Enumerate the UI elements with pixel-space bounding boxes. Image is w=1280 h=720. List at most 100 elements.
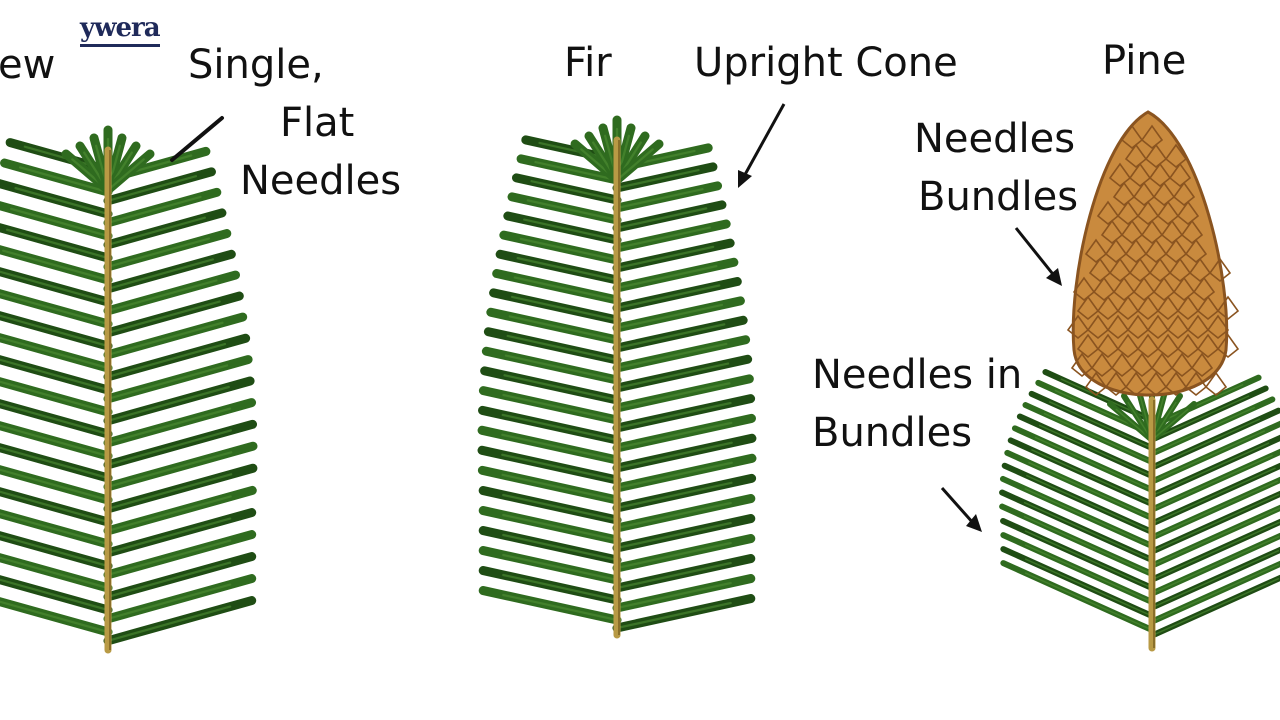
needle-highlight	[1151, 454, 1273, 511]
needle-highlight	[516, 257, 619, 282]
cone-scale	[1192, 276, 1216, 302]
needle-highlight	[1151, 395, 1250, 441]
needle-highlight	[0, 446, 110, 480]
needle-highlight	[0, 468, 110, 502]
needle-highlight	[106, 451, 233, 488]
needle-highlight	[0, 336, 110, 370]
label-single-line: Single,	[188, 42, 324, 88]
needle-highlight	[502, 513, 619, 542]
label-upright-cone: Upright Cone	[694, 40, 958, 86]
needle-highlight	[106, 473, 233, 510]
needle-highlight	[530, 180, 619, 202]
needle-highlight	[106, 539, 232, 576]
cone-scale	[1180, 219, 1204, 245]
needle-highlight	[106, 429, 232, 466]
label-needles-in-bundles: Needles in Bundles	[812, 346, 1022, 462]
needle-highlight	[1038, 424, 1153, 477]
needle-highlight	[501, 433, 619, 462]
label-flat-line: Flat	[280, 100, 355, 146]
needle-highlight	[615, 461, 733, 490]
needle-highlight	[1023, 515, 1153, 575]
needle-highlight	[0, 424, 110, 458]
needle-highlight	[513, 276, 619, 302]
needle-highlight	[0, 556, 110, 590]
needle-highlight	[106, 237, 211, 268]
needle-highlight	[615, 382, 731, 410]
fir-branch-illustration	[477, 115, 757, 639]
needle-highlight	[502, 393, 619, 422]
needle-highlight	[615, 581, 732, 610]
needle-highlight	[106, 517, 232, 554]
needle-highlight	[5, 228, 110, 260]
needle-highlight	[534, 160, 619, 182]
label-needles-line: Needles	[240, 158, 402, 204]
needle-highlight	[106, 258, 214, 290]
needle-highlight	[1024, 530, 1153, 589]
needle-highlight	[1151, 507, 1280, 567]
needle-highlight	[506, 334, 619, 362]
needle-highlight	[526, 199, 619, 222]
needle-highlight	[615, 188, 704, 210]
cone-scale	[1204, 371, 1228, 397]
cone-scale	[1168, 162, 1192, 188]
needle-highlight	[502, 553, 619, 582]
cone-scale	[1140, 124, 1164, 150]
needle-highlight	[106, 385, 230, 422]
needle-highlight	[1151, 521, 1280, 581]
needles-bundles-arrow	[1014, 227, 1058, 279]
needle-highlight	[1151, 442, 1270, 497]
needle-highlight	[0, 534, 110, 568]
cone-scale	[1206, 314, 1230, 340]
label-yew: ew	[0, 42, 56, 88]
cone-scale	[1216, 333, 1240, 359]
needle-highlight	[106, 216, 206, 246]
needle-highlight	[1151, 480, 1278, 539]
needle-highlight	[615, 601, 732, 630]
needle-highlight	[1024, 544, 1153, 603]
needles-in-bundles-arrow	[940, 487, 976, 525]
needle-highlight	[106, 495, 232, 532]
upright-cone-arrow	[740, 103, 786, 181]
needle-highlight	[0, 402, 110, 436]
needle-highlight	[106, 158, 145, 192]
upright-cone-arrowhead	[738, 170, 752, 188]
needle-highlight	[18, 166, 110, 194]
needle-highlight	[503, 374, 619, 402]
needle-highlight	[615, 245, 715, 270]
needle-highlight	[106, 561, 232, 598]
watermark-logo: ywera	[80, 12, 161, 47]
cone-scale	[1176, 200, 1200, 226]
needle-highlight	[1151, 408, 1189, 441]
needle-highlight	[0, 490, 110, 524]
label-bundles-line: Bundles	[918, 174, 1079, 220]
needle-highlight	[106, 300, 221, 334]
needle-highlight	[501, 473, 619, 502]
label-needles-bundles: Needles Bundles	[914, 110, 1078, 226]
needle-highlight	[615, 561, 732, 590]
needle-highlight	[0, 292, 110, 326]
needle-highlight	[106, 195, 202, 224]
needle-highlight	[0, 270, 110, 304]
needle-highlight	[0, 578, 110, 612]
needle-highlight	[1151, 563, 1280, 623]
needle-highlight	[502, 533, 619, 562]
needles-bundles-arrowhead	[1046, 268, 1062, 286]
needle-highlight	[1048, 401, 1153, 449]
label-needles-line-2: Needles	[914, 116, 1076, 162]
needle-highlight	[1151, 493, 1280, 553]
needle-highlight	[1151, 535, 1280, 595]
needle-highlight	[0, 358, 110, 392]
pine-cone-illustration	[1066, 110, 1240, 397]
pine-branch-illustration	[999, 369, 1280, 652]
needle-highlight	[1151, 549, 1280, 609]
needle-highlight	[1028, 461, 1153, 519]
needle-highlight	[615, 441, 733, 470]
needle-highlight	[615, 541, 732, 570]
needle-highlight	[106, 321, 224, 356]
needle-highlight	[1023, 501, 1153, 561]
needle-highlight	[502, 493, 619, 522]
needle-highlight	[504, 354, 619, 382]
needle-highlight	[615, 148, 654, 182]
cone-scale	[1190, 352, 1214, 378]
